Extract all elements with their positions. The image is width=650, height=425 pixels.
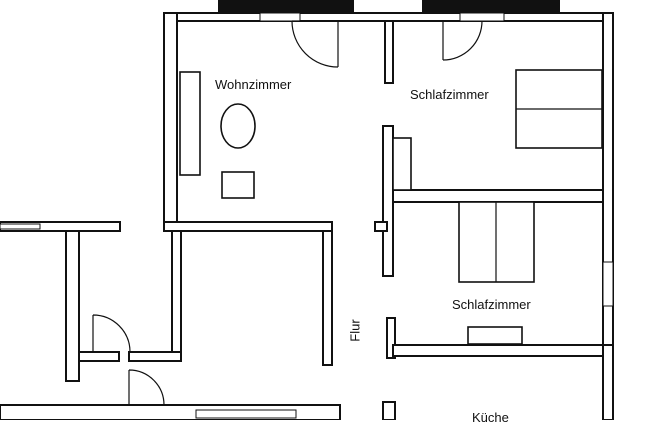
- wall-schlaf-divider: [392, 189, 604, 203]
- armchair: [221, 171, 255, 199]
- window-top-wohnzimmer: [259, 12, 301, 22]
- sofa: [179, 71, 201, 176]
- window-right: [602, 261, 614, 307]
- table-oval: [220, 103, 256, 149]
- wall-inner-left: [171, 230, 182, 356]
- wall-wohnzimmer-stub: [374, 221, 388, 232]
- door-wohnzimmer: [291, 20, 339, 68]
- balcony-rail: [0, 221, 121, 232]
- room-label-schlafzimmer-2: Schlafzimmer: [452, 297, 531, 312]
- bottom-window: [195, 409, 297, 419]
- wall-wohnzimmer-bottom: [163, 221, 333, 232]
- door-lower: [128, 369, 165, 406]
- top-frame-right: [422, 0, 560, 13]
- room-label-flur: Flur: [347, 319, 363, 342]
- balcony-post: [65, 230, 80, 382]
- wall-flur-right-low: [386, 317, 396, 359]
- door-entrance: [92, 314, 131, 353]
- wall-lower-left-horizontal-2: [128, 351, 182, 362]
- wardrobe-1: [392, 137, 412, 191]
- wall-flur-right-mid: [382, 125, 394, 277]
- room-label-schlafzimmer-1: Schlafzimmer: [410, 87, 489, 102]
- wall-inner-mid: [322, 230, 333, 366]
- top-frame-left: [218, 0, 354, 13]
- room-label-kueche: Küche: [472, 410, 509, 425]
- window-top-schlafzimmer: [459, 12, 505, 22]
- wall-right-lower: [602, 344, 614, 420]
- balcony-rail-inner: [0, 223, 41, 230]
- door-schlafzimmer-1: [442, 20, 483, 61]
- room-label-wohnzimmer: Wohnzimmer: [215, 77, 292, 92]
- wall-schlaf-kueche: [392, 344, 604, 357]
- wall-flur-right-top: [384, 20, 394, 84]
- wall-left-upper: [163, 12, 178, 232]
- dresser: [467, 326, 523, 345]
- wall-top: [163, 12, 614, 22]
- wall-lower-left-horizontal: [78, 351, 120, 362]
- wall-flur-right-bottom: [382, 401, 396, 420]
